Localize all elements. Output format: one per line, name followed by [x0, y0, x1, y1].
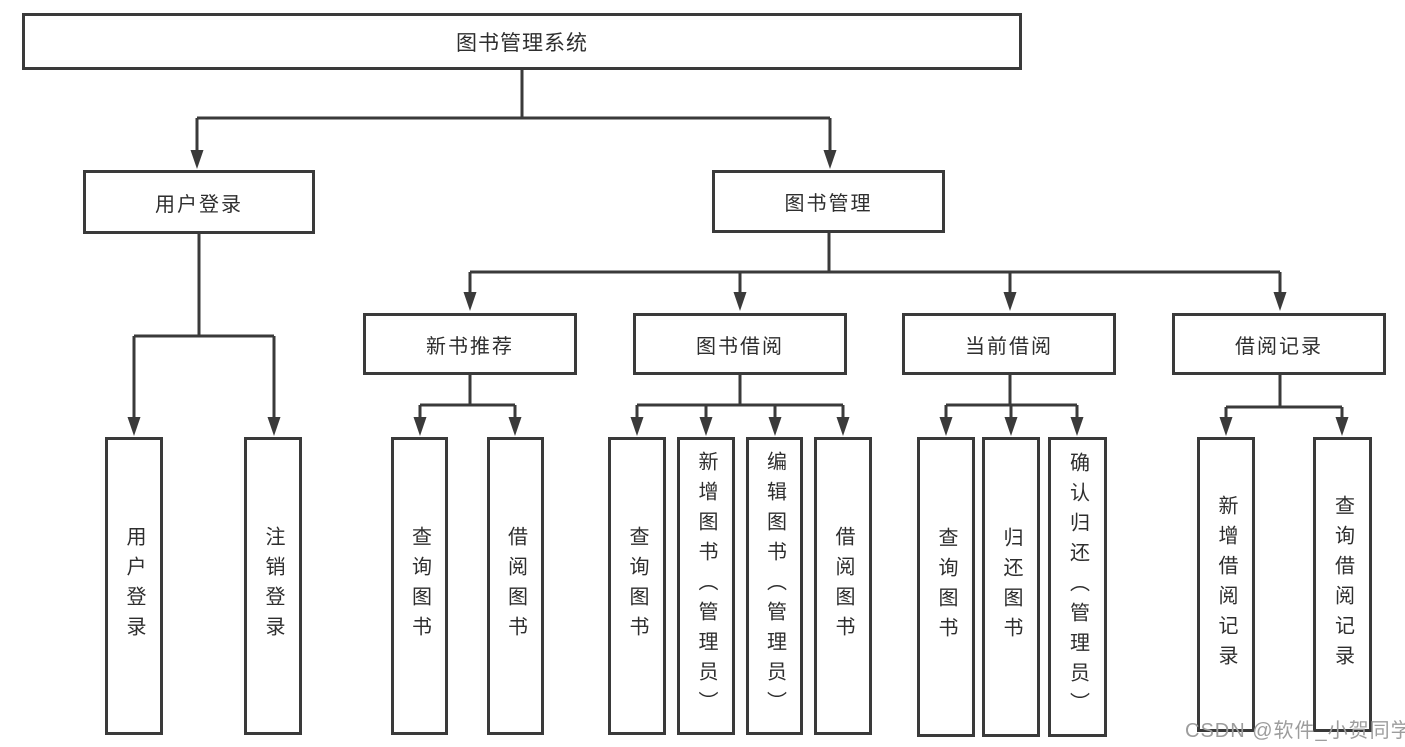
connector-new-book-recommend-to-leaves [418, 375, 517, 420]
arrowhead [768, 417, 782, 436]
node-leaf-borrow-book-b: 借阅图书 [814, 437, 872, 735]
node-root: 图书管理系统 [22, 13, 1022, 70]
connector-book-management-to-level3 [468, 233, 1282, 294]
node-leaf-add-book-admin: 新增图书（管理员） [677, 437, 735, 735]
arrowhead [836, 417, 850, 436]
node-book-management: 图书管理 [712, 170, 945, 233]
node-leaf-borrow-book-b-label: 借阅图书 [832, 526, 854, 646]
arrowhead [127, 417, 141, 436]
node-leaf-logout-login: 注销登录 [244, 437, 302, 735]
node-leaf-query-book-c-label: 查询图书 [935, 527, 957, 647]
node-leaf-query-book-c: 查询图书 [917, 437, 975, 737]
node-leaf-edit-book-admin: 编辑图书（管理员） [746, 437, 803, 735]
node-leaf-confirm-return-admin-label: 确认归还（管理员） [1066, 452, 1089, 722]
node-borrow-records: 借阅记录 [1172, 313, 1386, 375]
connector-user-login-to-leaves [132, 233, 276, 420]
node-borrow-records-label: 借阅记录 [1235, 335, 1323, 358]
arrowhead [699, 417, 713, 436]
connector-current-borrow-to-leaves [944, 375, 1079, 420]
node-leaf-query-book-a: 查询图书 [391, 437, 448, 735]
node-current-borrow-label: 当前借阅 [965, 335, 1053, 358]
connector-borrow-records-to-leaves [1224, 375, 1344, 420]
arrowhead [413, 417, 427, 436]
node-leaf-query-book-a-label: 查询图书 [408, 526, 431, 646]
node-leaf-logout-login-label: 注销登录 [262, 526, 284, 646]
arrowhead [463, 292, 477, 311]
node-book-management-label: 图书管理 [784, 193, 873, 215]
connector-root-to-level2 [195, 70, 832, 153]
arrowhead [630, 417, 644, 436]
node-leaf-borrow-book-a-label: 借阅图书 [504, 526, 527, 646]
connector-book-borrow-to-leaves [635, 375, 845, 420]
node-new-book-recommend-label: 新书推荐 [426, 335, 514, 358]
node-leaf-query-borrow-record-label: 查询借阅记录 [1331, 494, 1354, 675]
arrowhead [190, 150, 204, 169]
node-leaf-user-login-label: 用户登录 [123, 526, 145, 646]
arrowhead [1219, 417, 1233, 436]
node-leaf-user-login: 用户登录 [105, 437, 163, 735]
node-new-book-recommend: 新书推荐 [363, 313, 577, 375]
node-leaf-edit-book-admin-label: 编辑图书（管理员） [763, 451, 786, 721]
node-leaf-add-borrow-record-label: 新增借阅记录 [1215, 494, 1237, 675]
node-leaf-query-book-b-label: 查询图书 [626, 526, 648, 646]
node-current-borrow: 当前借阅 [902, 313, 1116, 375]
arrowhead [1273, 292, 1287, 311]
csdn-watermark: CSDN @软件_小贺同学 [1185, 720, 1405, 742]
arrowhead [1070, 417, 1084, 436]
arrowhead [823, 150, 837, 169]
node-leaf-confirm-return-admin: 确认归还（管理员） [1048, 437, 1107, 737]
node-leaf-add-borrow-record: 新增借阅记录 [1197, 437, 1255, 732]
node-leaf-add-book-admin-label: 新增图书（管理员） [695, 451, 717, 721]
node-root-label: 图书管理系统 [456, 31, 588, 55]
node-book-borrow-label: 图书借阅 [696, 335, 784, 358]
arrowhead [1004, 417, 1018, 436]
node-user-login: 用户登录 [83, 170, 315, 234]
node-leaf-query-book-b: 查询图书 [608, 437, 666, 735]
arrowhead [1335, 417, 1349, 436]
arrowhead [267, 417, 281, 436]
node-leaf-borrow-book-a: 借阅图书 [487, 437, 544, 735]
node-leaf-return-book-label: 归还图书 [1000, 527, 1022, 647]
node-book-borrow: 图书借阅 [633, 313, 847, 375]
node-leaf-return-book: 归还图书 [982, 437, 1040, 737]
arrowhead [508, 417, 522, 436]
arrowhead [1003, 292, 1017, 311]
arrowhead [939, 417, 953, 436]
arrowhead [733, 292, 747, 311]
node-user-login-label: 用户登录 [155, 193, 243, 216]
node-leaf-query-borrow-record: 查询借阅记录 [1313, 437, 1372, 732]
